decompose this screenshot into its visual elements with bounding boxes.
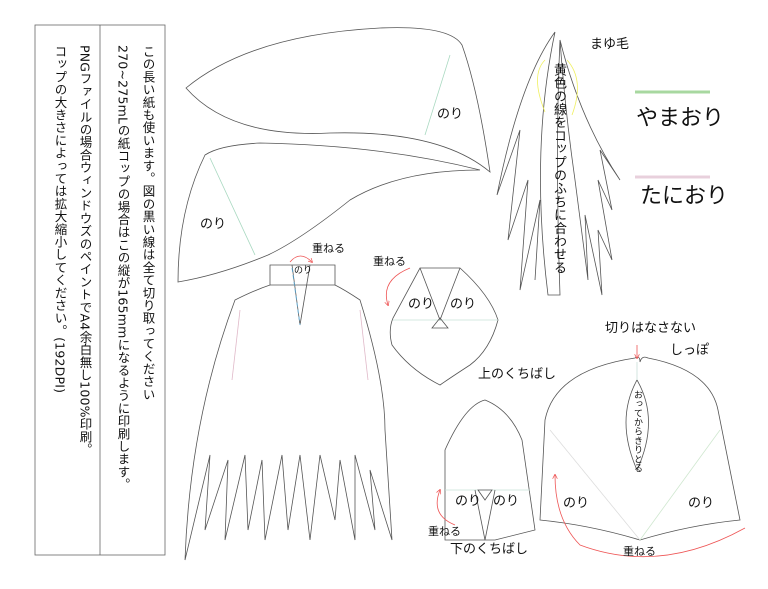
glue-label: のり	[450, 297, 477, 312]
mountain-fold-line	[639, 429, 721, 541]
eyebrow-label: まゆ毛	[590, 37, 630, 52]
glue-label: のり	[563, 496, 590, 511]
mountain-fold-line	[549, 429, 641, 541]
overlap-arrow	[437, 490, 456, 526]
overlap-arrow	[386, 267, 411, 305]
fold-cut-lens	[625, 379, 649, 471]
beak-triangle	[477, 489, 493, 501]
glue-label: のり	[294, 266, 313, 276]
note-line-1: この長い紙も使います。図の黒い線は全て切り取ってください	[140, 45, 156, 401]
note-line-4: コップの大きさによっては拡大縮小してください。(192DPI)	[52, 45, 68, 394]
beak-triangle	[431, 317, 449, 329]
overlap-arrow	[289, 255, 312, 262]
overlap-label: 重ねる	[312, 242, 345, 255]
valley-fold-line	[231, 309, 241, 381]
overlap-arrow	[555, 475, 746, 558]
valley-fold-line	[359, 309, 369, 381]
upper-beak-piece	[389, 267, 499, 386]
overlap-guide	[291, 267, 301, 326]
glue-label: のり	[408, 297, 435, 312]
eyebrow-piece	[496, 31, 621, 296]
glue-label: のり	[200, 217, 227, 232]
lower-beak-label: 下のくちばし	[450, 542, 529, 557]
long-strip-top	[185, 27, 491, 173]
glue-label: のり	[437, 107, 464, 122]
valley-fold-legend-label: たにおり	[640, 184, 729, 209]
note-line-2: 270~275mLの紙コップの場合はこの縦が165mmになるように印刷します。	[115, 45, 131, 491]
overlap-label: 重ねる	[428, 525, 461, 538]
mountain-fold-legend-label: やまおり	[636, 106, 725, 131]
eyebrow-note: 黄色の線をコップのふちに合わせる	[551, 63, 566, 275]
mountain-fold-line	[424, 54, 451, 136]
glue-label: のり	[455, 494, 482, 509]
overlap-label: 重ねる	[373, 255, 406, 268]
overlap-label: 重ねる	[623, 545, 656, 558]
upper-beak-notch	[419, 267, 461, 322]
tail-label: しっぽ	[670, 343, 710, 358]
upper-beak-label: 上のくちばし	[478, 367, 557, 382]
mountain-fold-line	[209, 157, 256, 256]
do-not-cut-label: 切りはなさない	[605, 321, 697, 336]
glue-label: のり	[493, 494, 520, 509]
yellow-guide	[537, 59, 578, 116]
glue-label: のり	[688, 496, 715, 511]
lower-beak-piece	[444, 399, 536, 541]
body-piece	[184, 264, 393, 561]
long-strip-bottom	[177, 142, 481, 283]
fold-then-cut-label: おってからきりとる	[632, 390, 642, 473]
lower-beak-notch	[474, 489, 496, 541]
note-line-3: PNGファイルの場合ウィンドウズのペイントでA4余白無し100%印刷。	[77, 45, 93, 456]
